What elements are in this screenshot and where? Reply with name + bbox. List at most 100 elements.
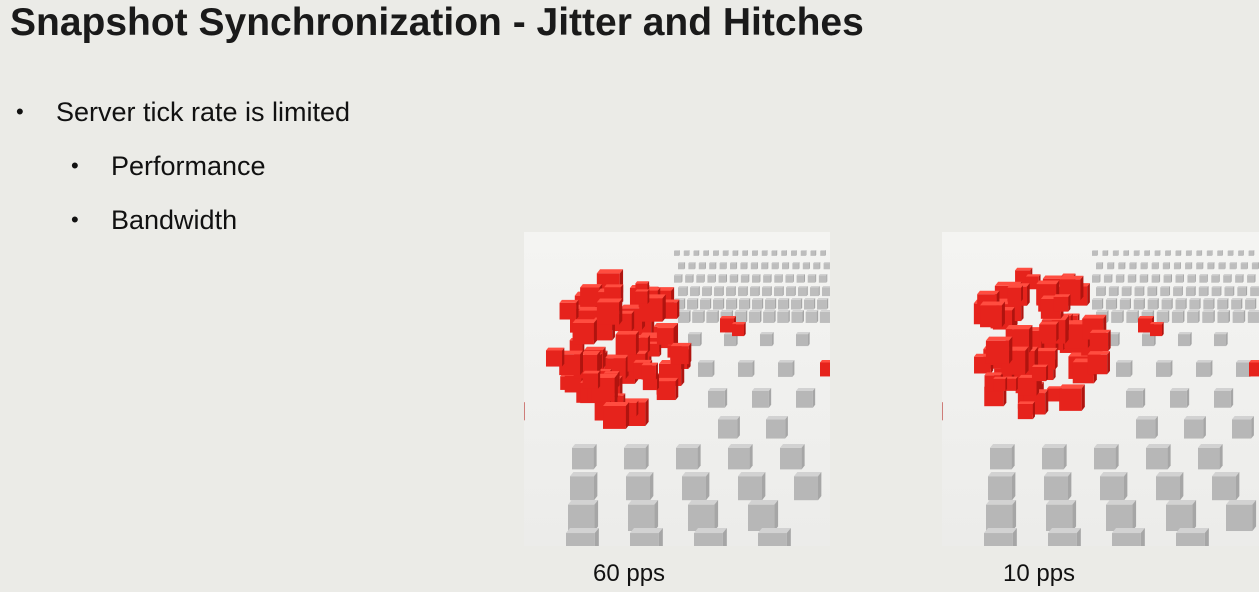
- grey-cube-icon: [688, 500, 719, 532]
- grey-cube-icon: [1202, 310, 1215, 323]
- grey-cube-icon: [1094, 444, 1119, 470]
- grey-cube-icon: [678, 262, 686, 270]
- grey-cube-icon: [778, 360, 795, 377]
- grey-cube-icon: [1096, 286, 1106, 297]
- grey-cube-icon: [817, 298, 829, 310]
- grey-cube-icon: [1126, 310, 1139, 323]
- grey-cube-icon: [748, 310, 762, 323]
- grey-cube-icon: [568, 500, 599, 532]
- grey-cube-icon: [683, 250, 690, 256]
- grey-cube-icon: [707, 274, 716, 283]
- grey-cube-icon: [1092, 250, 1098, 256]
- grey-cube-icon: [990, 444, 1015, 470]
- grey-cube-icon: [624, 444, 649, 470]
- grey-cube-icon: [819, 310, 830, 323]
- grey-cube-icon: [1133, 298, 1145, 310]
- grey-cube-icon: [674, 250, 680, 256]
- grey-cube-icon: [630, 528, 663, 546]
- bullet-text: Server tick rate is limited: [56, 97, 351, 127]
- grey-cube-icon: [1111, 310, 1124, 323]
- grey-cube-icon: [1224, 286, 1235, 297]
- bullet-dot-icon: •: [71, 207, 79, 232]
- grey-cube-icon: [986, 500, 1017, 532]
- grey-cube-icon: [798, 286, 808, 297]
- grey-cube-icon: [1207, 262, 1215, 270]
- grey-cube-icon: [740, 274, 750, 283]
- grey-cube-icon: [1156, 472, 1184, 501]
- red-cube-icon: [1150, 322, 1164, 337]
- grey-cube-icon: [1046, 500, 1077, 532]
- red-cube-icon: [572, 319, 597, 345]
- red-cube-icon: [985, 336, 1013, 364]
- grey-cube-icon: [702, 286, 712, 297]
- grey-cube-icon: [1250, 286, 1259, 297]
- figure-caption: 60 pps: [593, 560, 666, 587]
- grey-cube-icon: [713, 250, 719, 256]
- grey-cube-icon: [782, 262, 790, 270]
- grey-cube-icon: [1170, 388, 1190, 408]
- grey-cube-icon: [774, 286, 784, 297]
- grey-cube-icon: [1196, 262, 1204, 270]
- red-cube-icon: [559, 299, 579, 320]
- red-cube-icon: [1059, 384, 1085, 411]
- grey-cube-icon: [1247, 274, 1256, 283]
- grey-cube-icon: [628, 500, 659, 532]
- grey-cube-icon: [1151, 262, 1159, 270]
- red-cube-icon: [993, 376, 1008, 391]
- simulation-image-60pps: [524, 232, 830, 546]
- grey-cube-icon: [752, 250, 758, 256]
- grey-cube-icon: [1156, 360, 1173, 377]
- grey-cube-icon: [1218, 262, 1226, 270]
- grey-cube-icon: [1140, 262, 1148, 270]
- grey-cube-icon: [1156, 310, 1170, 323]
- grey-cube-icon: [761, 262, 769, 270]
- grey-cube-icon: [729, 274, 739, 283]
- grey-cube-icon: [805, 310, 819, 323]
- cube-simulation-illustration: [524, 250, 830, 546]
- grey-cube-icon: [1176, 528, 1209, 546]
- grey-cube-icon: [752, 388, 772, 408]
- grey-cube-icon: [1240, 262, 1248, 270]
- red-cube-icon: [1087, 351, 1110, 375]
- red-cube-icon: [1249, 360, 1259, 377]
- grey-cube-icon: [1211, 274, 1220, 283]
- grey-cube-icon: [740, 262, 748, 270]
- grey-cube-icon: [1133, 250, 1140, 256]
- grey-cube-icon: [1165, 250, 1171, 256]
- grey-cube-icon: [1042, 444, 1067, 470]
- grey-cube-icon: [1151, 274, 1161, 283]
- slide-title: Snapshot Synchronization - Jitter and Hi…: [10, 1, 864, 44]
- grey-cube-icon: [820, 250, 826, 256]
- grey-cube-icon: [1163, 274, 1173, 283]
- grey-cube-icon: [698, 360, 715, 377]
- grey-cube-icon: [1217, 250, 1223, 256]
- grey-cube-icon: [1105, 298, 1118, 310]
- grey-cube-icon: [786, 286, 796, 297]
- grey-cube-icon: [714, 286, 724, 297]
- grey-cube-icon: [813, 262, 821, 270]
- grey-cube-icon: [1187, 274, 1196, 283]
- grey-cube-icon: [739, 298, 751, 310]
- grey-cube-icon: [796, 274, 806, 283]
- grey-cube-icon: [722, 250, 729, 256]
- grey-cube-icon: [1112, 250, 1119, 256]
- grey-cube-icon: [1184, 416, 1206, 439]
- bullet-text: Bandwidth: [111, 205, 238, 235]
- grey-cube-icon: [738, 360, 755, 377]
- grey-cube-icon: [1139, 274, 1149, 283]
- figure-caption: 10 pps: [1003, 560, 1076, 587]
- grey-cube-icon: [694, 528, 727, 546]
- grey-cube-icon: [794, 472, 822, 501]
- grey-cube-icon: [1248, 250, 1255, 256]
- grey-cube-icon: [1196, 250, 1203, 256]
- grey-cube-icon: [718, 416, 740, 439]
- grey-cube-icon: [810, 250, 817, 256]
- grey-cube-icon: [804, 298, 816, 310]
- grey-cube-icon: [762, 286, 772, 297]
- grey-cube-icon: [1217, 298, 1229, 310]
- grey-cube-icon: [1112, 528, 1145, 546]
- grey-cube-icon: [796, 388, 816, 408]
- grey-cube-icon: [1227, 250, 1234, 256]
- grey-cube-icon: [1119, 298, 1132, 310]
